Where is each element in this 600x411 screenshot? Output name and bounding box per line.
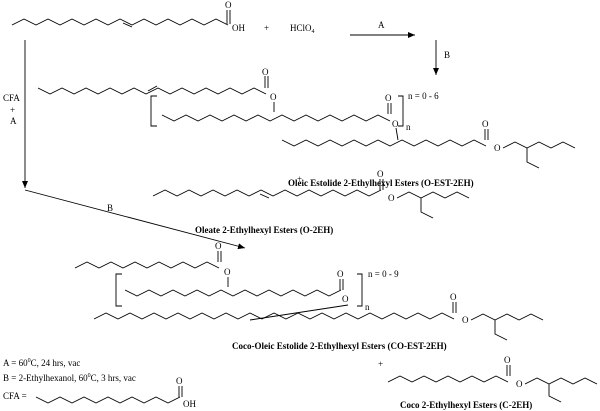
coco-oleic-title: Coco-Oleic Estolide 2-Ethylhexyl Esters … [232,341,447,351]
n-subscript: n [365,302,370,312]
oleic-estolide-structure: O O O O n n = 0 - 6 O O [37,67,576,169]
plus-sign: + [264,23,269,33]
carbonyl-o: O [385,93,392,103]
ethyl-branch [494,320,508,341]
ethylhexyl-chain [470,313,544,321]
carbonyl-o: O [450,292,457,302]
estolide-chain-1 [37,87,267,95]
oleate-plus: + [297,174,302,184]
carbonyl-o: O [504,355,511,365]
double-bond [147,85,158,92]
cfa-label: CFA [3,93,20,103]
link-bond [249,304,349,321]
arrow-a-label: A [378,20,385,30]
bracket-left [115,273,122,307]
arrow-b-diagonal [24,189,246,250]
condition-a: A = 600C, 24 hrs, vac [3,358,80,368]
oleic-acid-chain [11,18,229,26]
double-bond [259,193,270,199]
ethyl-branch [548,384,562,403]
double-bond [122,22,133,28]
oleate-title: Oleate 2-Ethylhexyl Esters (O-2EH) [195,225,333,235]
ester-o: O [516,379,523,389]
ester-o: O [494,143,501,153]
coco-chain-3 [93,312,455,320]
ethylhexyl-chain [524,377,598,385]
cfa-chain [35,396,181,404]
n-range: n = 0 - 9 [368,269,399,279]
ester-o: O [462,315,469,325]
ester-o: O [224,267,231,277]
ethyl-branch [420,198,434,219]
acid-oh: OH [232,23,245,33]
oleate-chain [152,189,382,197]
acid-oh: OH [183,399,196,409]
carbonyl-o: O [377,169,384,179]
oleate-structure: O O [152,169,470,219]
oleic-acid-structure: O OH [11,0,245,33]
carbonyl-o: O [337,269,344,279]
carbonyl-o: O [176,376,183,386]
arrow-b2-label: B [107,203,113,213]
ester-o: O [392,119,399,129]
ethyl-branch [526,148,540,169]
cfa-structure: O OH [35,376,196,409]
bracket-right [357,273,363,307]
coco-plus: + [378,359,383,369]
link-bond [395,127,399,141]
carbonyl-o: O [262,67,269,77]
oleic-estolide-title: Oleic Estolide 2-Ethylhexyl Esters (O-ES… [288,178,474,188]
coco-chain-2 [124,289,342,297]
bracket-right [398,95,404,127]
cfa-a: A [10,116,17,126]
coco-ester-structure: O O [387,355,598,403]
coco-oleic-estolide-structure: O O O O n n = 0 - 9 O O [74,241,544,341]
coco-chain-1 [74,261,220,269]
condition-b: B = 2-Ethylhexanol, 600C, 3 hrs, vac [3,373,136,383]
estolide-chain-3 [281,139,487,147]
coco-ester-chain [387,375,509,383]
ester-o: O [342,294,349,304]
estolide-chain-2 [161,114,391,122]
arrow-b-label: B [444,50,450,60]
carbonyl-o: O [215,241,222,251]
ester-o: O [270,92,277,102]
bracket-left [150,95,157,127]
carbonyl-o: O [482,119,489,129]
ethylhexyl-chain [502,141,576,149]
n-range: n = 0 - 6 [408,91,439,101]
carbonyl-o: O [225,0,232,10]
coco-title: Coco 2-Ethylhexyl Esters (C-2EH) [400,400,532,410]
hclo4-label: HClO4 [290,23,315,35]
n-subscript: n [406,122,411,132]
cfa-plus: + [10,105,15,115]
ester-o: O [388,193,395,203]
cfa-definition-label: CFA = [3,391,27,401]
ethylhexyl-chain [396,191,470,199]
